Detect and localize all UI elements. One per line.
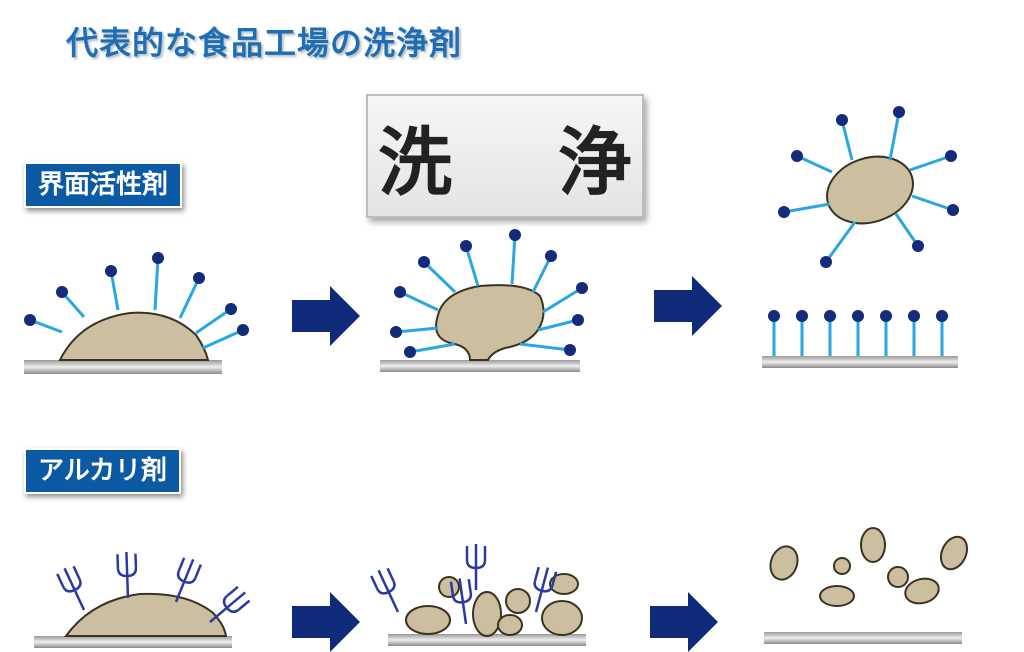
dirt-blob <box>64 592 228 637</box>
wash-label-box: 洗 浄 <box>366 94 644 218</box>
surfactant-stage-1 <box>24 252 249 374</box>
fork-icon <box>202 584 253 631</box>
alkali-stage-1 <box>34 550 253 648</box>
dirt-blob <box>58 311 210 361</box>
alkali-stage-3 <box>764 527 969 644</box>
label-alkali: アルカリ剤 <box>24 448 181 494</box>
floor-surface <box>762 356 958 368</box>
fork-icon <box>369 565 408 618</box>
dirt-blob <box>435 284 545 361</box>
floor-surface <box>764 632 962 644</box>
floor-surface <box>24 360 222 374</box>
fork-icon <box>55 563 94 616</box>
dirt-particles <box>769 527 969 607</box>
alkali-stage-2 <box>369 542 586 646</box>
page-title: 代表的な食品工場の洗浄剤 <box>66 24 463 62</box>
fork-icon <box>116 550 139 600</box>
arrow-right-icon <box>650 592 718 652</box>
surfactant-stage-2 <box>380 229 588 372</box>
floor-surface <box>34 636 232 648</box>
surfactant-molecules <box>783 111 954 263</box>
label-surfactant: 界面活性剤 <box>24 162 183 208</box>
dirt-particles <box>405 573 583 637</box>
floor-surface <box>388 634 586 646</box>
arrow-right-icon <box>292 286 360 346</box>
surfactant-stage-3 <box>762 106 959 368</box>
dirt-particle <box>826 155 914 225</box>
surfactant-molecules <box>395 234 583 354</box>
arrow-right-icon <box>292 592 360 652</box>
arrow-right-icon <box>654 276 722 336</box>
adsorbed-surfactant <box>772 318 944 356</box>
floor-surface <box>380 360 580 372</box>
